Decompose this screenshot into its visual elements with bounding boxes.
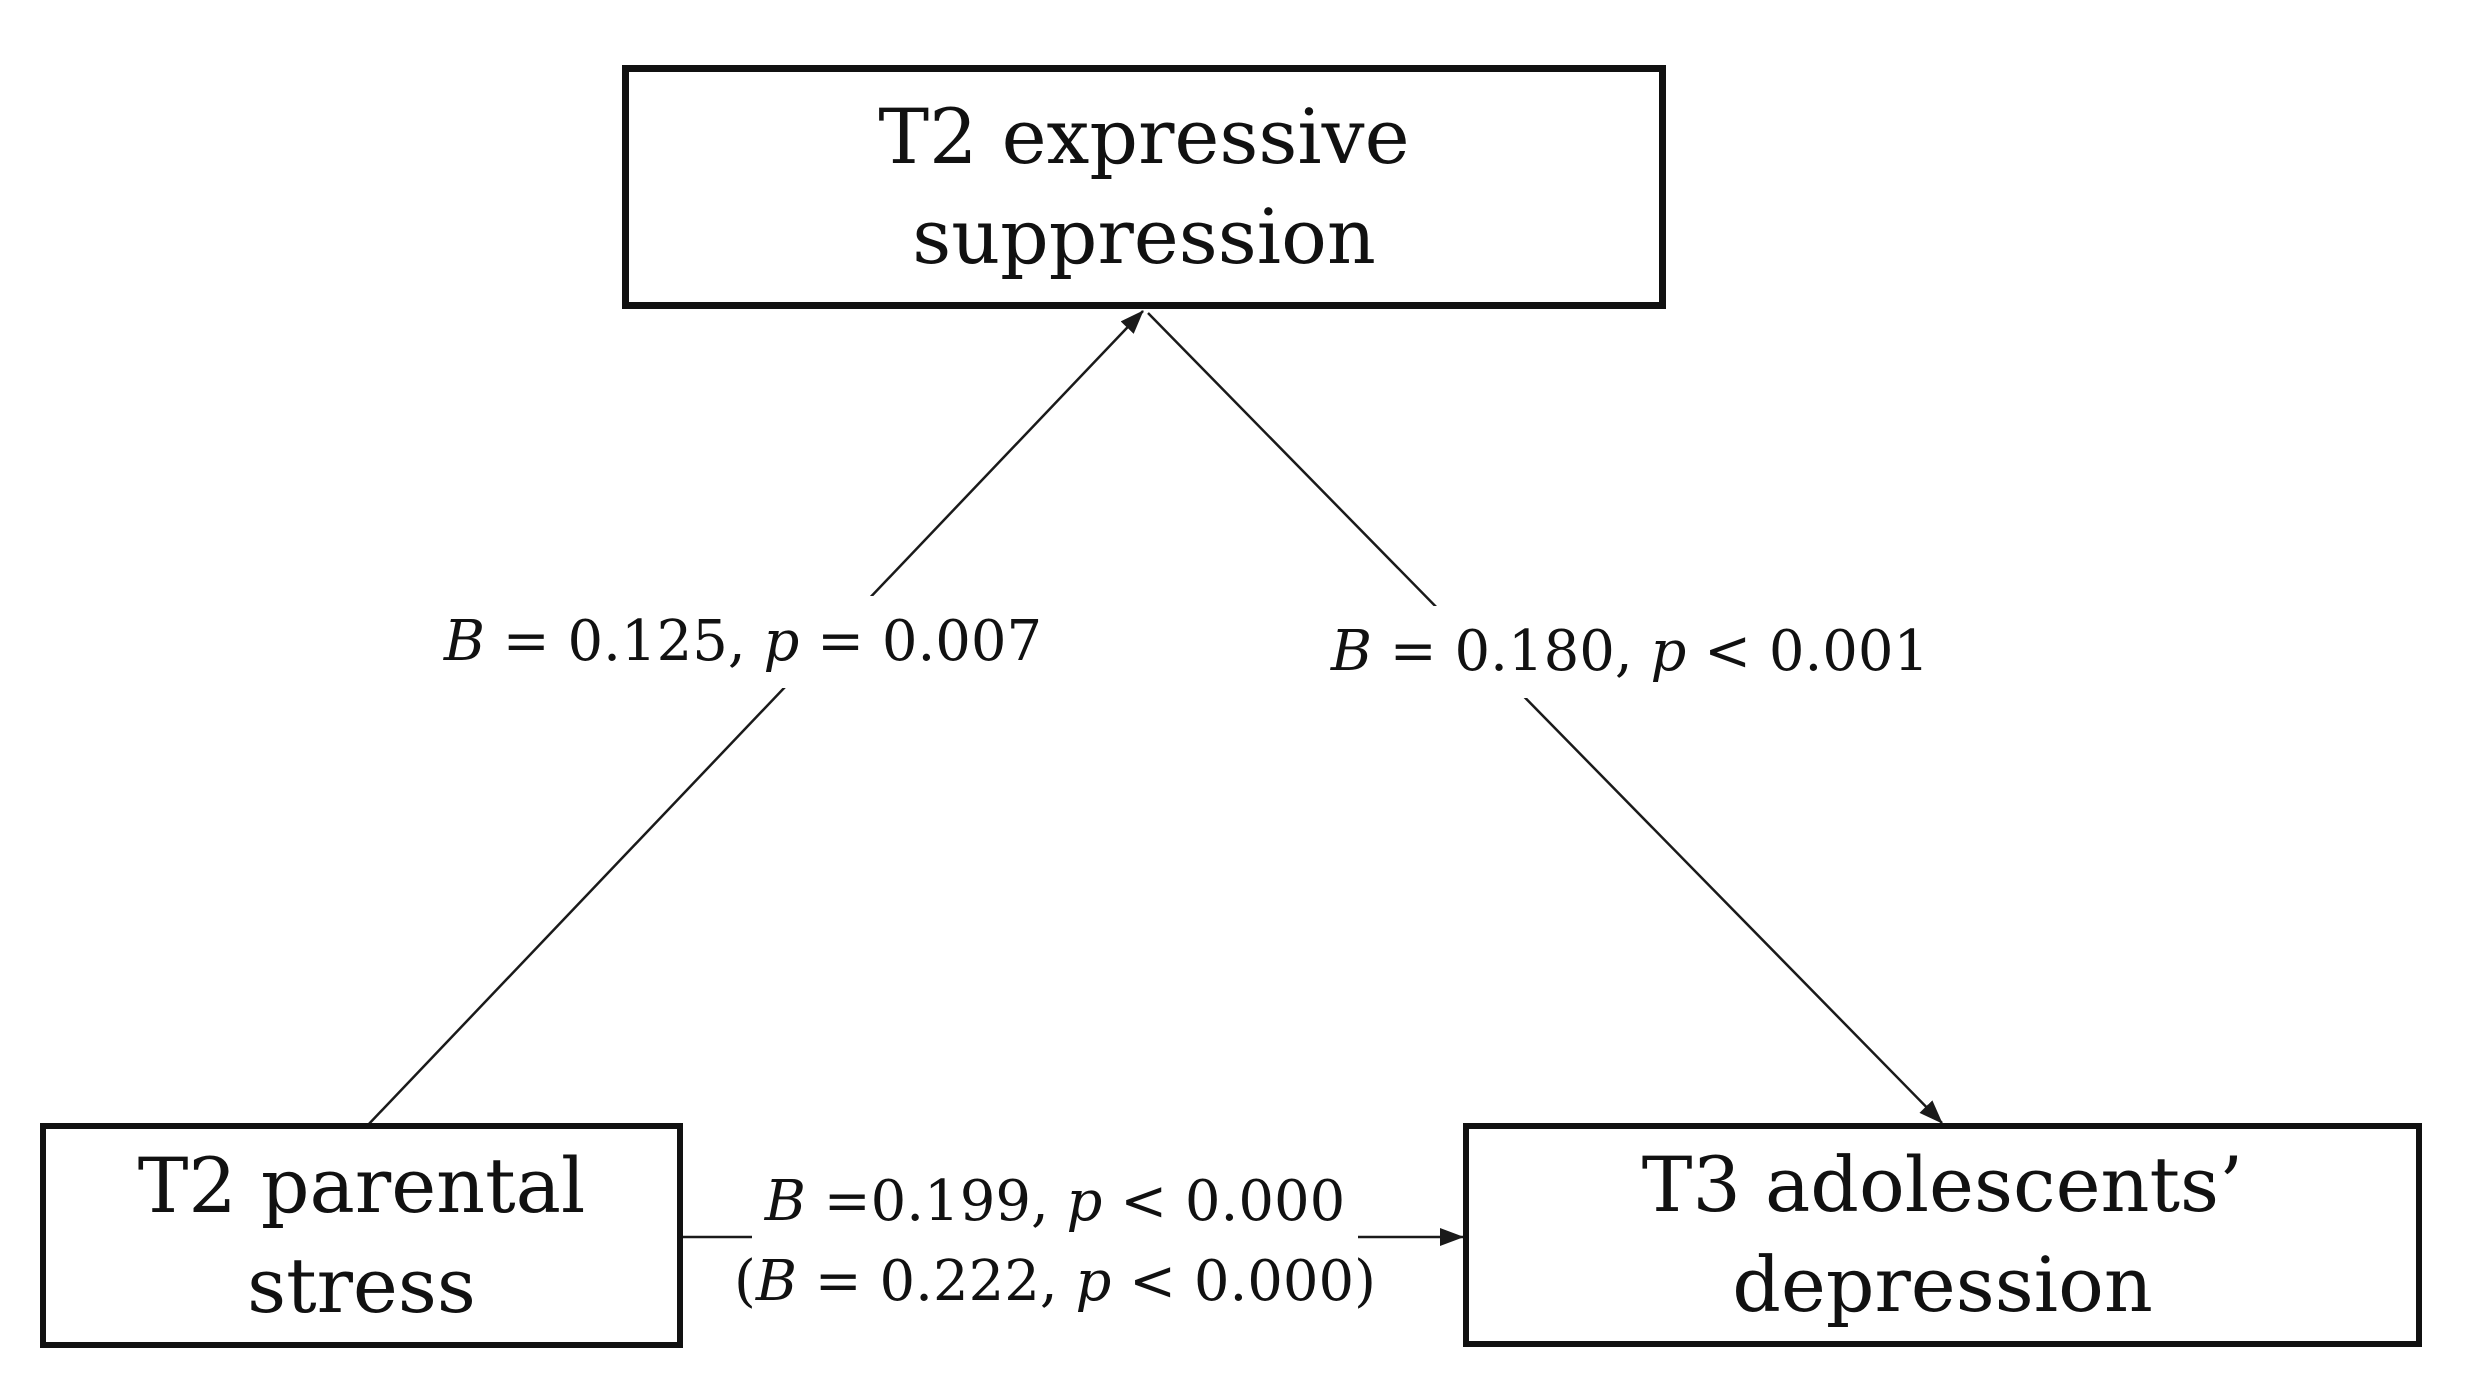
outcome-label-line1: T3 adolescents’ [1641, 1140, 2244, 1229]
path-a-arrow [366, 310, 1144, 1127]
mediator-box: T2 expressive suppression [622, 65, 1666, 309]
stat-c-total-p-value: < 0.000 [1111, 1249, 1355, 1314]
stat-c-direct-b-symbol: B [764, 1169, 806, 1234]
mediator-label-line1: T2 expressive [878, 92, 1410, 181]
stat-c-total-b-symbol: B [755, 1249, 797, 1314]
stat-b-b-value: = 0.180, [1372, 619, 1651, 684]
stat-a-b-symbol: B [443, 609, 485, 674]
stat-c-total-b-value: = 0.222, [797, 1249, 1076, 1314]
stat-c-total-close-paren: ) [1354, 1249, 1377, 1314]
outcome-box: T3 adolescents’ depression [1463, 1123, 2422, 1347]
stat-c-total-open-paren: ( [733, 1249, 756, 1314]
stat-c-direct-p-symbol: p [1066, 1169, 1103, 1234]
stat-b-p-value: < 0.001 [1686, 619, 1930, 684]
path-b-stats-label: B = 0.180, p < 0.001 [1331, 606, 1929, 698]
path-b-arrow [1147, 312, 1943, 1124]
path-c-total-text: (B = 0.222, p < 0.000) [734, 1242, 1376, 1322]
stat-c-direct-b-value: =0.199, [805, 1169, 1067, 1234]
predictor-label-line1: T2 parental [137, 1140, 586, 1230]
path-a-stats-text: B = 0.125, p = 0.007 [444, 596, 1042, 688]
predictor-box: T2 parental stress [40, 1123, 683, 1348]
stat-c-total-p-symbol: p [1075, 1249, 1112, 1314]
stat-c-direct-p-value: < 0.000 [1102, 1169, 1346, 1234]
path-b-stats-text: B = 0.180, p < 0.001 [1331, 606, 1929, 698]
stat-a-p-value: = 0.007 [799, 609, 1043, 674]
path-a-stats-label: B = 0.125, p = 0.007 [444, 596, 1042, 688]
path-c-stats-label: B =0.199, p < 0.000 (B = 0.222, p < 0.00… [734, 1156, 1376, 1328]
path-c-direct-text: B =0.199, p < 0.000 [765, 1162, 1346, 1242]
stat-b-b-symbol: B [1330, 619, 1372, 684]
outcome-label-line2: depression [1732, 1240, 2153, 1329]
predictor-label-line2: stress [247, 1240, 476, 1330]
stat-b-p-symbol: p [1650, 619, 1687, 684]
stat-a-b-value: = 0.125, [485, 609, 764, 674]
mediator-label-line2: suppression [912, 192, 1376, 281]
stat-a-p-symbol: p [763, 609, 800, 674]
